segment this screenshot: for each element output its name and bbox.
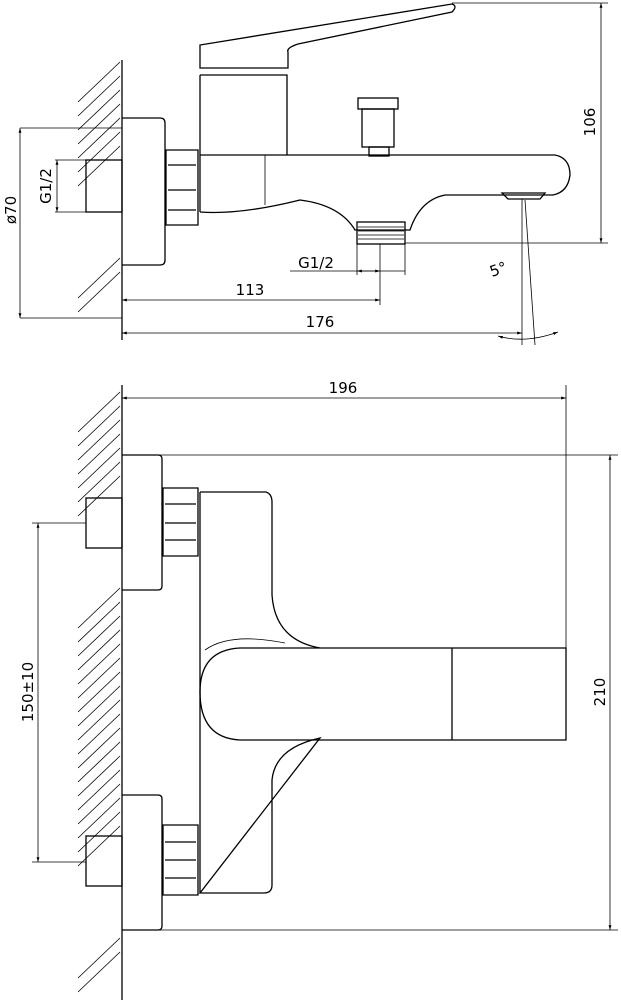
hatch-line [77, 699, 121, 741]
dimension-outlet-offset: 113 [122, 244, 381, 305]
hatch-line [77, 783, 121, 825]
hatch-line [77, 145, 121, 187]
dimension-outlet-thread: G1/2 [290, 244, 406, 275]
hatch-line [77, 825, 121, 867]
hatch-line [77, 447, 121, 489]
hatch-line [77, 797, 121, 839]
label-flange-diameter: ø70 [2, 196, 20, 224]
hatch-line [77, 117, 121, 159]
hatch-line [77, 587, 121, 629]
hatch-line [77, 643, 121, 685]
inlet-pipes [85, 497, 123, 887]
diverter-knob [357, 97, 399, 157]
hatch-line [77, 769, 121, 811]
spout [199, 154, 571, 231]
wall-hatching-top [77, 385, 123, 1000]
wall-hatching-side [77, 60, 123, 340]
escutcheon-flange [122, 117, 166, 266]
hex-nut [165, 149, 199, 226]
hatch-line [77, 811, 121, 853]
dimension-spout-reach: 176 [122, 313, 522, 335]
dimension-spout-angle: 5° [487, 199, 559, 346]
hatch-line [77, 75, 121, 117]
hatch-line [77, 89, 121, 131]
hatch-line [77, 671, 121, 713]
hatch-line [77, 685, 121, 727]
hatch-line [77, 615, 121, 657]
hatch-line [77, 601, 121, 643]
dimension-height: 106 [405, 2, 608, 244]
hatch-line [77, 405, 121, 447]
hatch-line [77, 131, 121, 173]
hatch-line [77, 257, 121, 299]
label-overall-width: 196 [329, 379, 358, 397]
hatch-line [77, 755, 121, 797]
hatch-line [77, 103, 121, 145]
dimension-inlet-thread: G1/2 [37, 159, 86, 213]
hatch-line [77, 741, 121, 783]
hatch-line [77, 391, 121, 433]
hatch-line [77, 475, 121, 517]
dimension-flange-diameter: ø70 [2, 127, 122, 319]
lever-handle [199, 647, 567, 741]
label-outlet-offset: 113 [236, 281, 265, 299]
hatch-line [77, 951, 121, 993]
label-inlet-thread: G1/2 [37, 168, 55, 204]
top-view: 196 210 150±10 [19, 379, 618, 1000]
escutcheons [122, 454, 163, 931]
mixer-body [199, 3, 456, 212]
dimension-overall-width: 196 [121, 379, 567, 648]
dimension-overall-length: 210 [122, 454, 618, 931]
hatch-line [77, 629, 121, 671]
label-spout-angle: 5° [487, 258, 509, 281]
hatch-line [77, 461, 121, 503]
mixer-body-top [198, 491, 322, 894]
hatch-line [77, 727, 121, 769]
label-inlet-spacing: 150±10 [19, 662, 37, 722]
aerator [500, 192, 547, 200]
inlet-pipe [85, 159, 123, 213]
hex-nuts [162, 487, 199, 896]
hatch-line [77, 937, 121, 979]
outlet-thread [356, 221, 406, 245]
label-spout-reach: 176 [306, 313, 335, 331]
dimension-inlet-spacing: 150±10 [19, 522, 86, 863]
side-view: ø70 G1/2 106 G1/2 5° [2, 2, 608, 346]
label-outlet-thread: G1/2 [298, 254, 334, 272]
hatch-line [77, 61, 121, 103]
label-overall-length: 210 [591, 678, 609, 707]
label-height: 106 [581, 108, 599, 137]
hatch-line [77, 713, 121, 755]
hatch-line [77, 271, 121, 313]
hatch-line [77, 657, 121, 699]
hatch-line [77, 419, 121, 461]
hatch-line [77, 433, 121, 475]
